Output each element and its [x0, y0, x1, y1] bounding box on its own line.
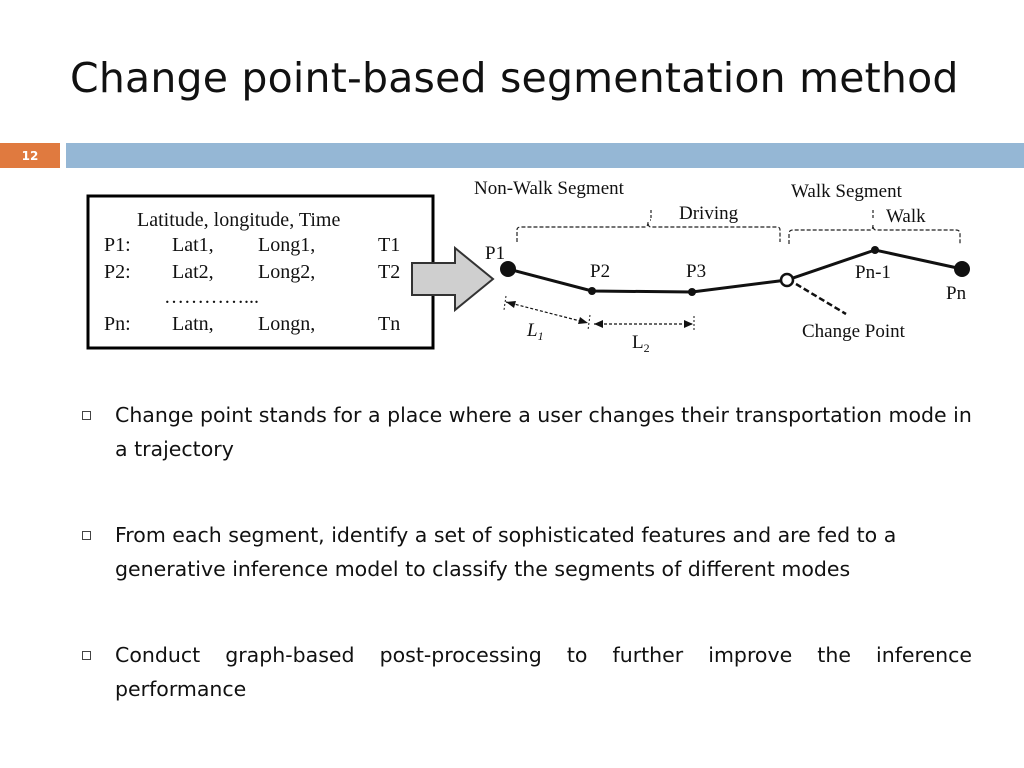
driving-brace — [650, 210, 652, 221]
table-row-id: Pn: — [104, 313, 131, 335]
table-row-id: P1: — [104, 234, 131, 256]
point-p2-label: P2 — [590, 261, 610, 282]
table-header: Latitude, longitude, Time — [137, 209, 340, 231]
square-bullet-icon — [82, 651, 91, 660]
l1-arrowhead — [578, 317, 588, 324]
table-row-lon: Long1, — [258, 234, 315, 256]
l1-arrowhead — [506, 301, 516, 308]
walk-label: Walk — [886, 206, 926, 227]
table-row-lat: Lat2, — [172, 261, 214, 283]
bullet-item: Conduct graph-based post-processing to f… — [78, 638, 972, 706]
walk-segment-brace — [788, 224, 961, 244]
l2-arrowhead — [594, 320, 603, 328]
bullet-list: Change point stands for a place where a … — [78, 398, 972, 758]
right-arrow-icon — [411, 245, 495, 313]
point-p1-label: P1 — [485, 243, 505, 264]
table-row-id: P2: — [104, 261, 131, 283]
svg-text:L2: L2 — [632, 332, 650, 355]
l2-arrowhead — [684, 320, 693, 328]
point-p3-marker — [688, 288, 696, 296]
driving-label: Driving — [679, 203, 739, 224]
point-pn-label: Pn — [946, 283, 967, 304]
header-bar — [66, 143, 1024, 168]
bullet-item: Change point stands for a place where a … — [78, 398, 972, 466]
point-pn1-label: Pn-1 — [855, 262, 891, 283]
point-pn1-marker — [871, 246, 879, 254]
square-bullet-icon — [82, 531, 91, 540]
table-row-lon: Longn, — [258, 313, 315, 335]
table-row-lon: Long2, — [258, 261, 315, 283]
l1-dimension-line — [505, 301, 589, 324]
l1-tick — [503, 295, 507, 311]
table-row-time: Tn — [378, 313, 400, 335]
table-row-time: T2 — [378, 261, 400, 283]
table-row-lat: Latn, — [172, 313, 214, 335]
gps-table-box — [86, 194, 435, 350]
bullet-item: From each segment, identify a set of sop… — [78, 518, 972, 586]
change-point-label: Change Point — [802, 321, 906, 342]
change-point-pointer — [795, 282, 847, 316]
bullet-text: Change point stands for a place where a … — [115, 403, 972, 461]
non-walk-segment-brace — [516, 221, 781, 242]
point-p2-marker — [588, 287, 596, 295]
table-ellipsis: …………... — [164, 286, 259, 308]
point-p3-label: P3 — [686, 261, 706, 282]
bullet-text: From each segment, identify a set of sop… — [115, 523, 897, 581]
l1-tick — [587, 314, 591, 331]
point-pn-marker — [954, 261, 970, 277]
table-row-lat: Lat1, — [172, 234, 214, 256]
segmentation-diagram: Latitude, longitude, Time P1: Lat1, Long… — [86, 178, 970, 355]
bullet-text: Conduct graph-based post-processing to f… — [115, 643, 972, 701]
point-p1-marker — [500, 261, 516, 277]
slide-number-badge: 12 — [0, 143, 60, 168]
walk-segment-label: Walk Segment — [791, 181, 903, 202]
square-bullet-icon — [82, 411, 91, 420]
non-walk-segment-label: Non-Walk Segment — [474, 178, 625, 199]
l1-subscript: 1 — [538, 329, 544, 343]
slide-title: Change point-based segmentation method — [70, 54, 959, 102]
l2-label: L — [632, 332, 644, 353]
trajectory-line — [507, 248, 963, 294]
l1-label: L — [526, 320, 538, 341]
svg-text:L1: L1 — [526, 320, 544, 343]
l2-subscript: 2 — [644, 341, 650, 355]
change-point-marker — [779, 272, 795, 288]
table-row-time: T1 — [378, 234, 400, 256]
